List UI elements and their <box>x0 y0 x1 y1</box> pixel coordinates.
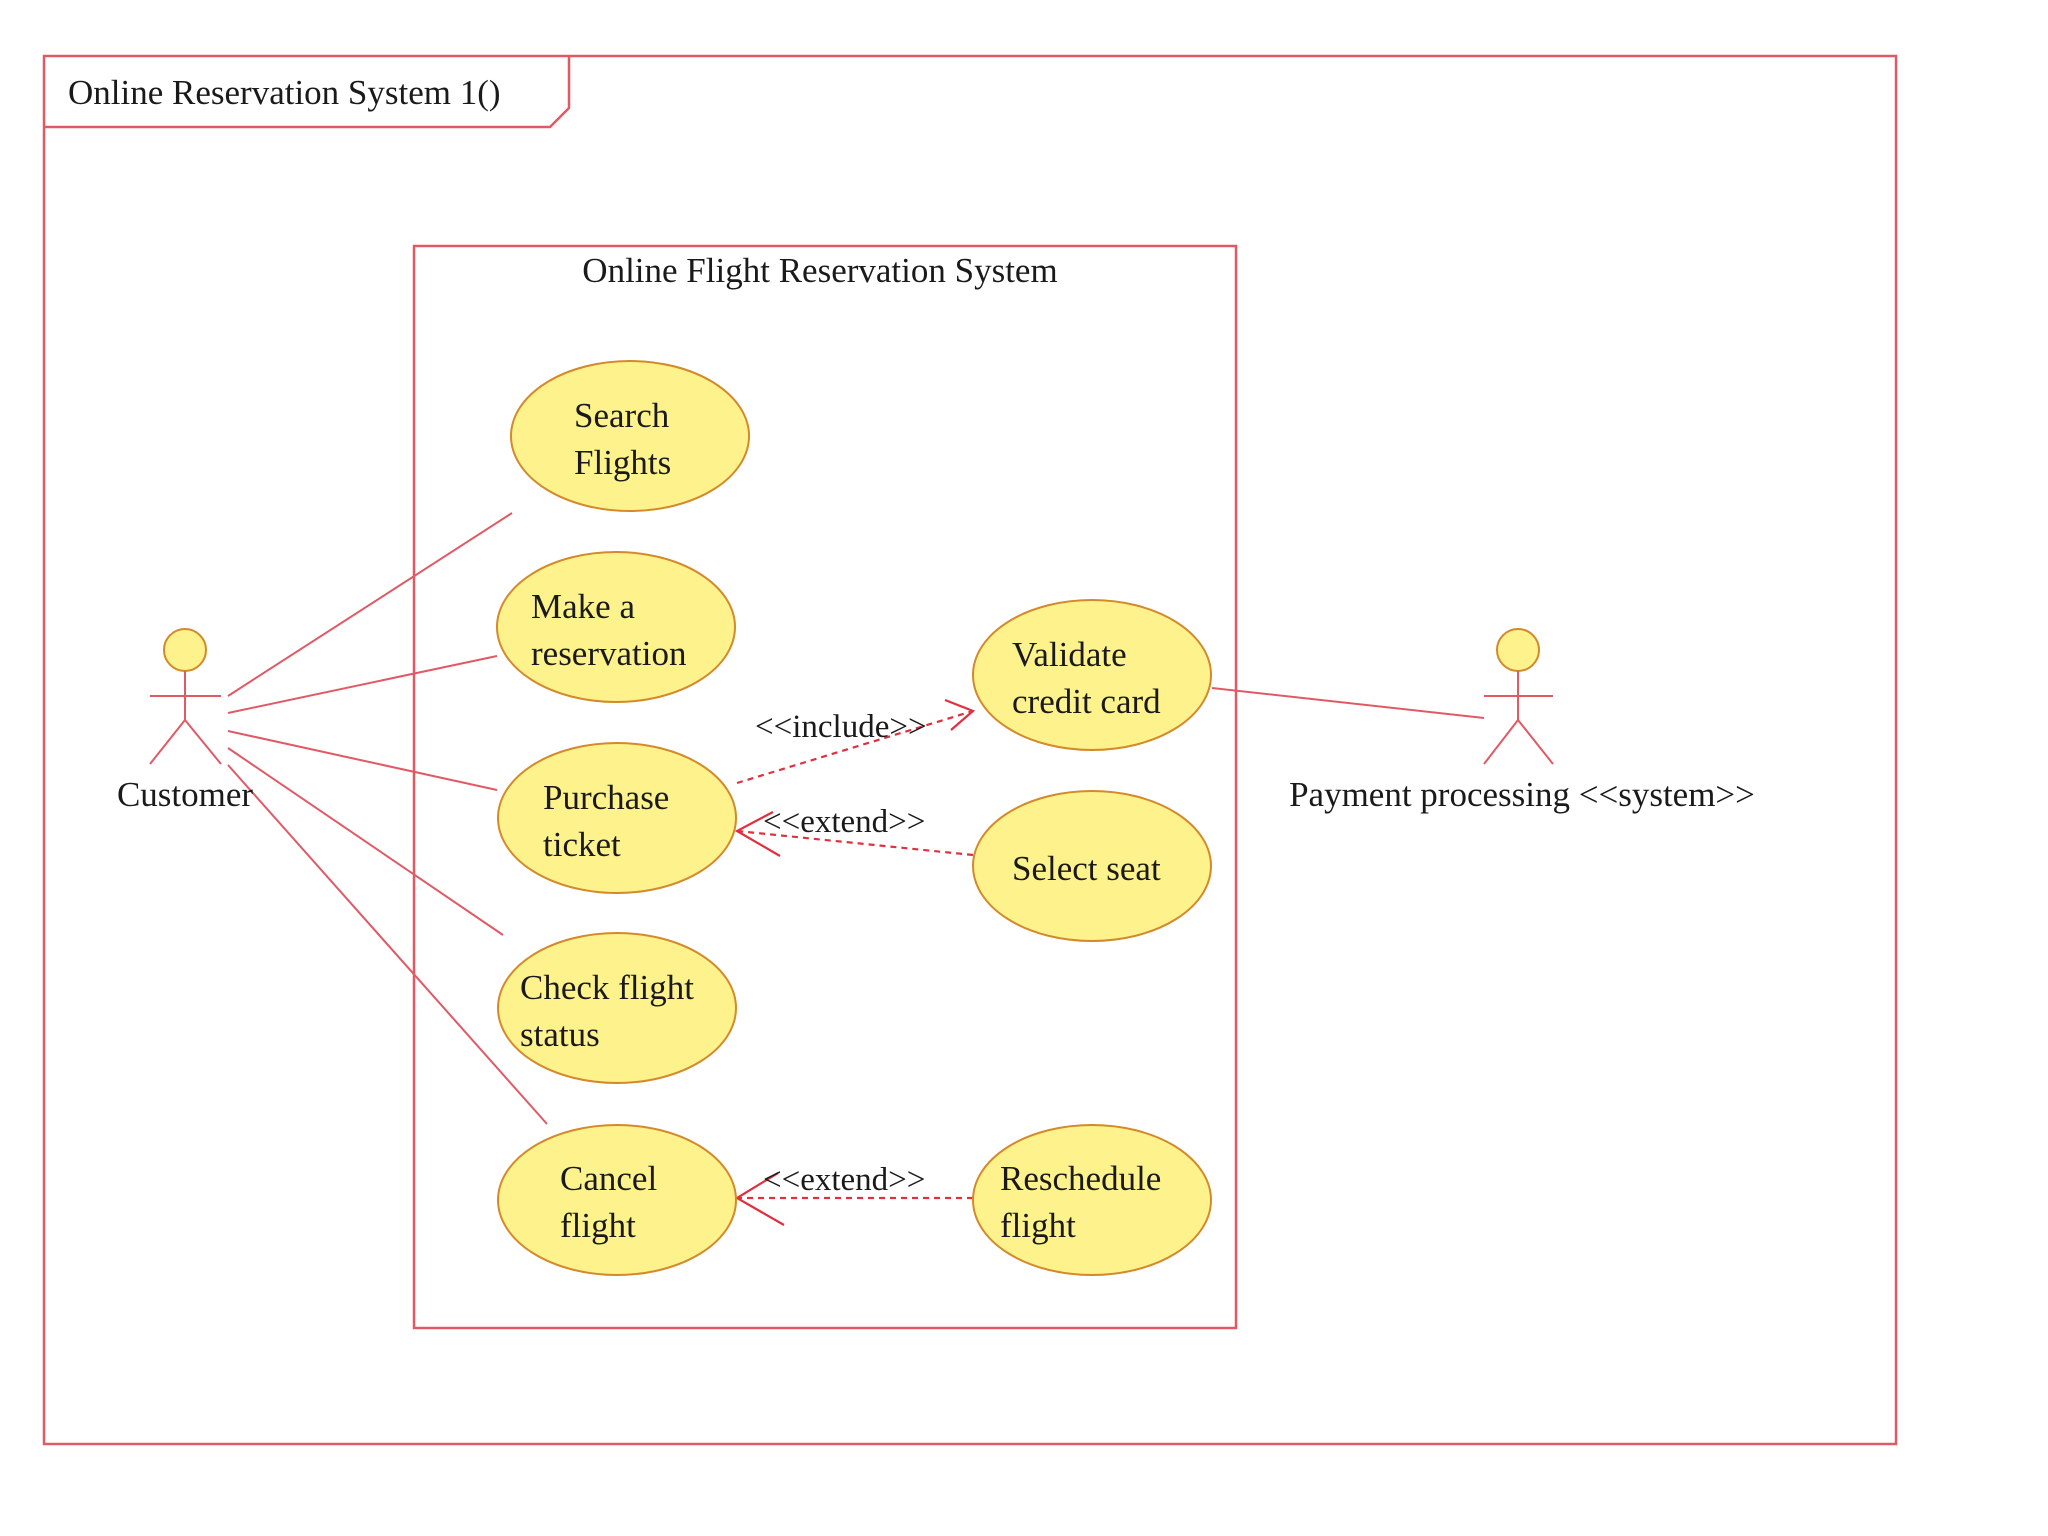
usecase-purchase-ticket-line1: Purchase <box>543 778 669 817</box>
usecase-check-flight-status[interactable]: Check flight status <box>497 932 737 1084</box>
usecase-validate-credit-card[interactable]: Validate credit card <box>972 599 1212 751</box>
customer-label: Customer <box>117 775 253 814</box>
actor-customer[interactable]: Customer <box>117 628 253 814</box>
extend-seat-label: <<extend>> <box>763 804 925 840</box>
usecase-select-seat-line1: Select seat <box>1012 849 1161 888</box>
assoc-payment-validate <box>1211 687 1485 719</box>
customer-head <box>163 628 207 672</box>
system-boundary-title: Online Flight Reservation System <box>582 251 1057 290</box>
usecase-purchase-ticket-line2: ticket <box>543 825 621 864</box>
usecase-validate-credit-card-line1: Validate <box>1012 635 1127 674</box>
system-boundary <box>412 244 1238 1330</box>
usecase-validate-credit-card-line2: credit card <box>1012 682 1161 721</box>
frame-title-tab <box>44 56 571 129</box>
usecase-check-flight-status-line1: Check flight <box>520 968 694 1007</box>
usecase-make-reservation-line1: Make a <box>531 587 635 626</box>
extend-reschedule-arrow-head <box>734 1172 785 1226</box>
include-arrow-head <box>944 698 976 731</box>
usecase-reschedule-flight-line2: flight <box>1000 1206 1076 1245</box>
usecase-make-reservation-line2: reservation <box>531 634 686 673</box>
assoc-customer-search <box>227 512 513 697</box>
usecase-cancel-flight[interactable]: Cancel flight <box>497 1124 737 1276</box>
usecase-cancel-flight-line2: flight <box>560 1206 636 1245</box>
extend-reschedule-label: <<extend>> <box>763 1162 925 1198</box>
usecase-reschedule-flight[interactable]: Reschedule flight <box>972 1124 1212 1276</box>
outer-frame <box>42 54 1898 1446</box>
usecase-search-flights[interactable]: Search Flights <box>510 360 750 512</box>
usecase-make-reservation[interactable]: Make a reservation <box>496 551 736 703</box>
payment-head <box>1496 628 1540 672</box>
assoc-customer-reservation <box>227 655 498 714</box>
extend-seat-arrow-head <box>734 811 781 857</box>
actor-payment-processing[interactable]: Payment processing <<system>> <box>1289 628 1755 814</box>
usecase-search-flights-line1: Search <box>574 396 670 435</box>
assoc-customer-purchase <box>227 730 498 791</box>
assoc-customer-status <box>227 747 504 936</box>
frame-title: Online Reservation System 1() <box>68 73 501 112</box>
usecase-check-flight-status-line2: status <box>520 1015 600 1054</box>
usecase-reschedule-flight-line1: Reschedule <box>1000 1159 1161 1198</box>
include-label: <<include>> <box>755 709 927 745</box>
usecase-cancel-flight-line1: Cancel <box>560 1159 657 1198</box>
assoc-customer-cancel <box>227 764 548 1125</box>
usecase-search-flights-line2: Flights <box>574 443 671 482</box>
payment-label: Payment processing <<system>> <box>1289 775 1755 814</box>
usecase-purchase-ticket[interactable]: Purchase ticket <box>497 742 737 894</box>
include-arrow-line <box>736 709 974 785</box>
usecase-select-seat[interactable]: Select seat <box>972 790 1212 942</box>
